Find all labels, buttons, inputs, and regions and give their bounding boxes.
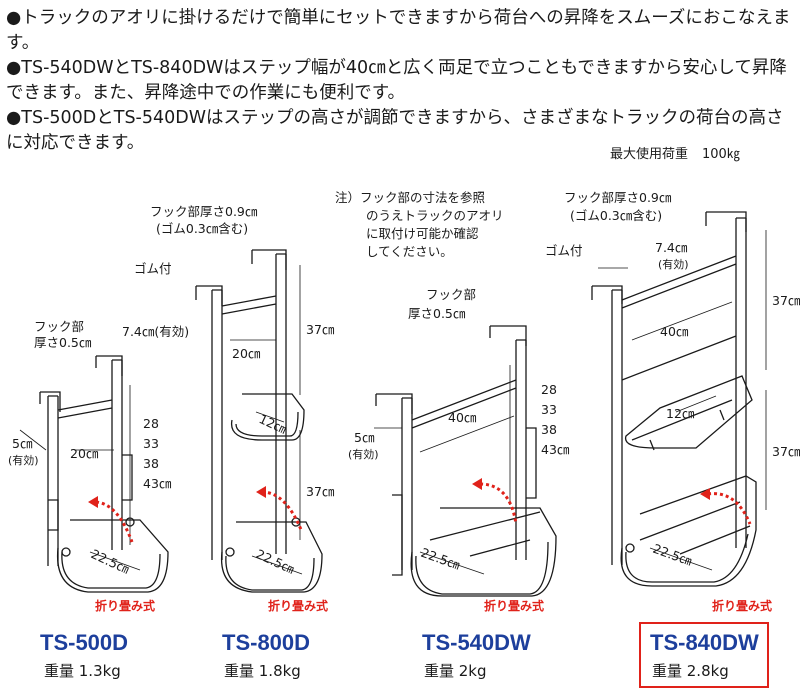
ladder-ts-500d bbox=[19, 355, 169, 593]
ts840dw-width: 40㎝ bbox=[660, 324, 689, 339]
feature-list: ●トラックのアオリに掛けるだけで簡単にセットできますから荷台への昇降をスムーズに… bbox=[6, 6, 796, 156]
weight-ts-800d: 重量 1.8kg bbox=[224, 662, 301, 680]
max-load: 最大使用荷重 100㎏ bbox=[610, 143, 740, 162]
ts500d-height-43: 43㎝ bbox=[143, 476, 172, 491]
note-line-1: 注）フック部の寸法を参照 bbox=[335, 190, 485, 205]
ts500d-height-38: 38 bbox=[143, 456, 159, 471]
ts840dw-rubber-label: ゴム付 bbox=[545, 243, 583, 258]
ts800d-rubber-label: ゴム付 bbox=[134, 261, 172, 276]
ts840dw-step-depth: 22.5㎝ bbox=[651, 541, 694, 569]
ts840dw-height-upper: 37㎝ bbox=[772, 293, 800, 308]
weight-ts-840dw: 重量 2.8kg bbox=[652, 662, 729, 680]
ts540dw-hook-label: フック部 bbox=[426, 287, 476, 302]
model-ts-840dw: TS-840DW bbox=[650, 630, 759, 655]
ts500d-hook-thickness: 厚さ0.5㎝ bbox=[34, 335, 92, 350]
ts540dw-height-43: 43㎝ bbox=[541, 442, 570, 457]
feature-bullet-1: ●トラックのアオリに掛けるだけで簡単にセットできますから荷台への昇降をスムーズに… bbox=[6, 8, 791, 53]
ts800d-fold-label: 折り畳み式 bbox=[268, 598, 328, 613]
model-ts-500d: TS-500D bbox=[40, 630, 129, 655]
model-ts-540dw: TS-540DW bbox=[422, 630, 531, 655]
max-load-label: 最大使用荷重 bbox=[610, 147, 689, 162]
model-ts-800d: TS-800D bbox=[222, 630, 311, 655]
ts500d-depth: 5㎝ bbox=[12, 436, 33, 451]
ladder-ts-840dw bbox=[591, 211, 767, 587]
highlight-box-ts-840dw bbox=[639, 622, 769, 688]
ts500d-height-33: 33 bbox=[143, 436, 159, 451]
ts840dw-depth-note: (有効) bbox=[658, 257, 689, 271]
ts540dw-step-depth: 22.5㎝ bbox=[419, 545, 462, 573]
ts840dw-hook-label: フック部厚さ0.9㎝ bbox=[564, 190, 672, 205]
max-load-value: 100㎏ bbox=[702, 147, 740, 162]
ts540dw-fold-label: 折り畳み式 bbox=[484, 598, 544, 613]
ts540dw-height-33: 33 bbox=[541, 402, 557, 417]
ts800d-hook-label: フック部厚さ0.9㎝ bbox=[150, 204, 258, 219]
note-line-4: してください。 bbox=[366, 244, 453, 259]
ts540dw-depth-note: (有効) bbox=[348, 447, 379, 461]
ladder-ts-800d bbox=[195, 249, 323, 593]
weight-ts-540dw: 重量 2kg bbox=[424, 662, 487, 680]
ts500d-depth-note: (有効) bbox=[8, 453, 39, 467]
ts800d-width: 20㎝ bbox=[232, 346, 261, 361]
ts840dw-mid-step: 12㎝ bbox=[666, 406, 695, 421]
ts500d-step-depth: 22.5㎝ bbox=[89, 546, 132, 577]
ts500d-height-28: 28 bbox=[143, 416, 159, 431]
ts840dw-height-lower: 37㎝ bbox=[772, 444, 800, 459]
ts800d-hook-rubber: (ゴム0.3㎝含む) bbox=[156, 221, 248, 236]
feature-bullet-3: ●TS-500DとTS-540DWはステップの高さが調節できますから、さまざまな… bbox=[6, 108, 784, 153]
ts540dw-height-38: 38 bbox=[541, 422, 557, 437]
ts540dw-width: 40㎝ bbox=[448, 410, 477, 425]
feature-bullet-2: ●TS-540DWとTS-840DWはステップ幅が40㎝と広く両足で立つこともで… bbox=[6, 58, 787, 103]
ladder-ts-540dw bbox=[374, 325, 557, 597]
ts800d-depth: 7.4㎝(有効) bbox=[122, 324, 189, 339]
ts540dw-hook-thickness: 厚さ0.5㎝ bbox=[408, 306, 466, 321]
ts840dw-depth: 7.4㎝ bbox=[655, 240, 688, 255]
note-line-2: のうえトラックのアオリ bbox=[366, 208, 504, 223]
ts840dw-hook-rubber: (ゴム0.3㎝含む) bbox=[570, 208, 662, 223]
ts800d-mid-step: 12㎝ bbox=[257, 411, 290, 437]
ts540dw-height-28: 28 bbox=[541, 382, 557, 397]
weight-ts-500d: 重量 1.3kg bbox=[44, 662, 121, 680]
ts800d-height-upper: 37㎝ bbox=[306, 322, 335, 337]
ts500d-hook-label: フック部 bbox=[34, 319, 84, 334]
ts540dw-depth: 5㎝ bbox=[354, 430, 375, 445]
ts500d-width: 20㎝ bbox=[70, 446, 99, 461]
ts500d-fold-label: 折り畳み式 bbox=[95, 598, 155, 613]
ts840dw-fold-label: 折り畳み式 bbox=[712, 598, 772, 613]
ts800d-height-lower: 37㎝ bbox=[306, 484, 335, 499]
note-line-3: に取付け可能か確認 bbox=[366, 226, 479, 241]
